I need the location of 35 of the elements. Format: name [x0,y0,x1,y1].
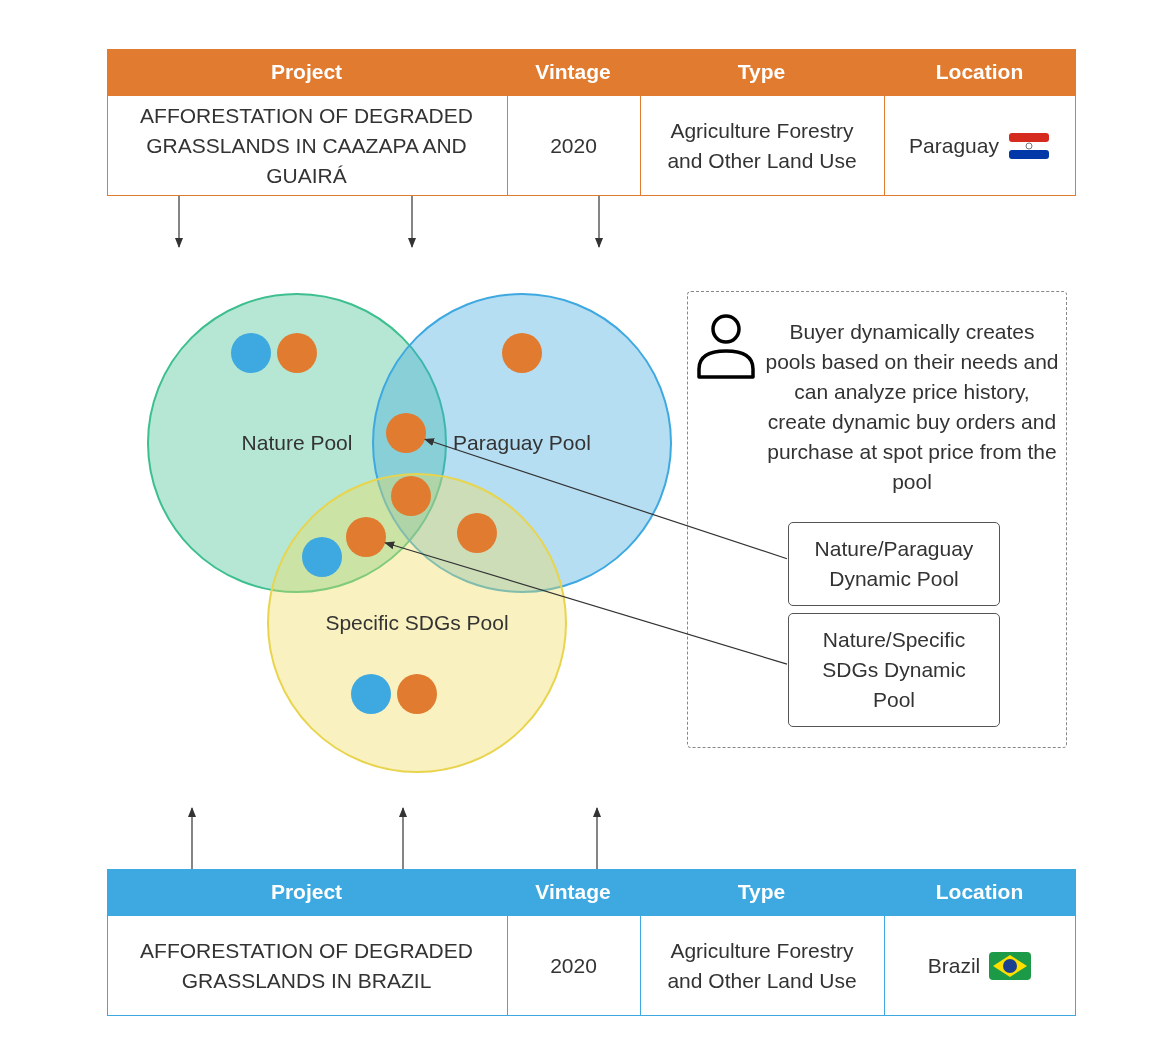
arrow [595,195,603,248]
table-cell-text: Agriculture Forestry and Other Land Use [666,117,858,174]
column-header: Project [270,880,343,904]
table-cell-text: Agriculture Forestry and Other Land Use [666,937,858,994]
table-cell-text: Paraguay [909,132,999,159]
column-header: Vintage [535,880,611,904]
pool-box: Nature/Paraguay Dynamic Pool [788,522,1000,606]
pool-label: Paraguay Pool [453,431,591,455]
description-text: Buyer dynamically creates pools based on their needs and can analyze price history, create dynamic buy orders and purchase at spot price from the pool [764,319,1060,495]
table-cell-text: AFFORESTATION OF DEGRADED GRASSLANDS IN BRAZIL [139,937,474,994]
column-header: Location [935,880,1024,904]
column-header: Type [737,880,786,904]
arrow [408,195,416,248]
leader-line [384,541,788,665]
pool-label: Nature Pool [241,431,353,455]
pool-label: Specific SDGs Pool [325,611,509,635]
data-table [107,869,1076,1016]
table-cell-text: Brazil [927,952,981,979]
pool-box: Nature/Specific SDGs Dynamic Pool [788,613,1000,727]
column-header: Type [737,60,786,84]
data-table [107,49,1076,196]
arrow [188,807,196,870]
table-cell-text: 2020 [550,952,597,979]
arrow [399,807,407,870]
arrow [175,195,183,248]
table-cell-text: AFFORESTATION OF DEGRADED GRASSLANDS IN CAAZAPA AND GUAIRÁ [139,102,474,189]
dashed-panel [687,291,1067,748]
column-header: Location [935,60,1024,84]
column-header: Project [270,60,343,84]
column-header: Vintage [535,60,611,84]
dot [346,517,386,557]
arrow [593,807,601,870]
dot [386,413,426,453]
table-cell-text: 2020 [550,132,597,159]
leader-line [424,438,788,560]
